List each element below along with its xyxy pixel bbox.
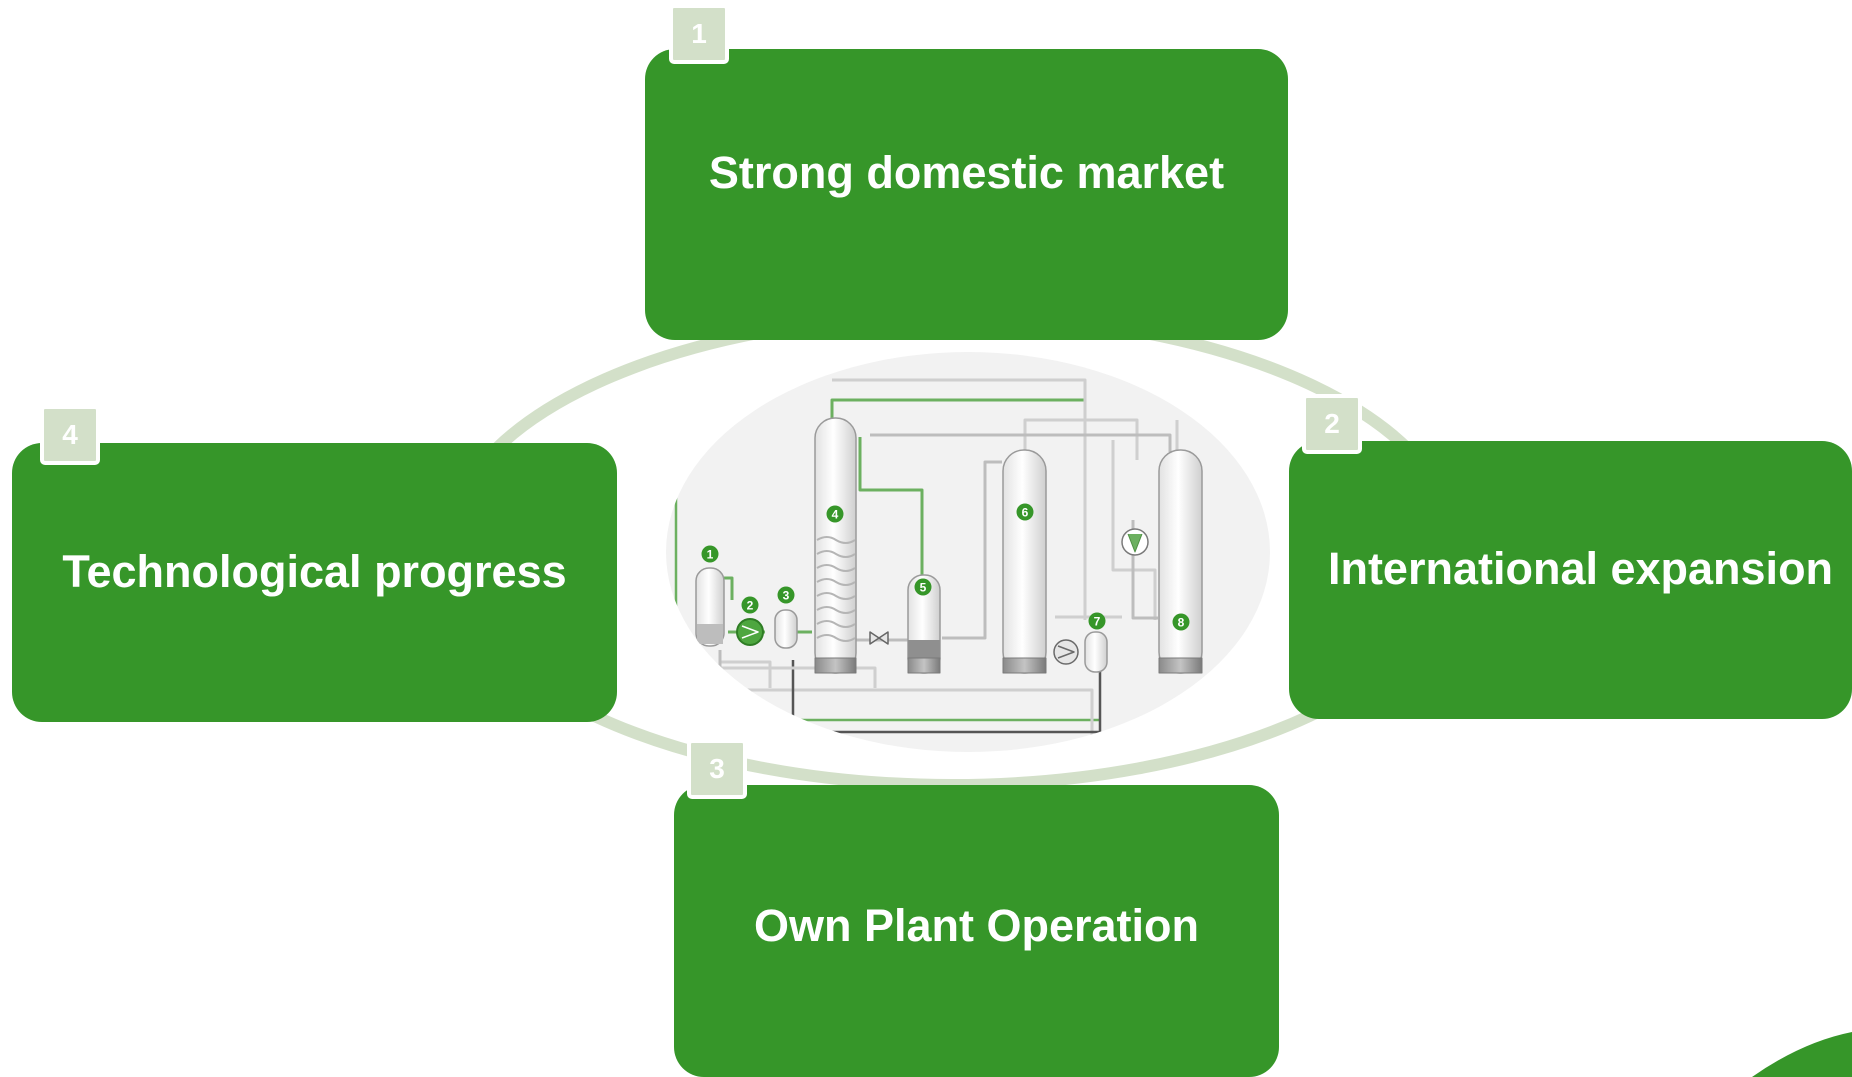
valve xyxy=(869,631,889,645)
svg-text:1: 1 xyxy=(707,548,714,562)
unit-marker-8: 8 xyxy=(1172,613,1190,631)
corner-swoosh xyxy=(1752,1032,1852,1077)
step-card-3: Own Plant Operation xyxy=(674,785,1279,1077)
column-6 xyxy=(1002,449,1047,674)
vessel-3 xyxy=(774,609,798,649)
step-label-3: Own Plant Operation xyxy=(753,900,1200,951)
svg-text:6: 6 xyxy=(1022,506,1029,520)
unit-marker-3: 3 xyxy=(777,586,795,604)
svg-text:8: 8 xyxy=(1178,616,1185,630)
svg-text:2: 2 xyxy=(747,599,754,613)
unit-marker-5: 5 xyxy=(914,578,932,596)
cooler-fan xyxy=(1121,528,1149,556)
unit-marker-7: 7 xyxy=(1088,612,1106,630)
unit-marker-2: 2 xyxy=(741,596,759,614)
svg-text:5: 5 xyxy=(920,581,927,595)
step-badge-1: 1 xyxy=(669,4,729,64)
step-label-4: Technological progress xyxy=(62,546,567,597)
step-card-4: Technological progress xyxy=(12,443,617,722)
step-card-2: International expansion xyxy=(1289,441,1852,719)
step-label-2: International expansion xyxy=(1327,543,1834,594)
column-8 xyxy=(1158,449,1203,674)
step-badge-2: 2 xyxy=(1302,394,1362,454)
step-badge-3: 3 xyxy=(687,739,747,799)
pump-2 xyxy=(736,618,764,646)
unit-marker-6: 6 xyxy=(1016,503,1034,521)
column-4 xyxy=(814,417,857,674)
svg-text:3: 3 xyxy=(783,589,790,603)
step-label-1: Strong domestic market xyxy=(708,147,1225,198)
vessel-5 xyxy=(907,574,941,674)
vessel-1 xyxy=(695,567,725,647)
svg-text:7: 7 xyxy=(1094,615,1101,629)
unit-marker-1: 1 xyxy=(701,545,719,563)
step-card-1: Strong domestic market xyxy=(645,49,1288,340)
step-badge-4: 4 xyxy=(40,405,100,465)
unit-markers: 1 2 3 4 5 6 7 8 xyxy=(701,503,1190,631)
pump-7 xyxy=(1053,631,1108,673)
unit-marker-4: 4 xyxy=(826,505,844,523)
svg-text:4: 4 xyxy=(832,508,839,522)
